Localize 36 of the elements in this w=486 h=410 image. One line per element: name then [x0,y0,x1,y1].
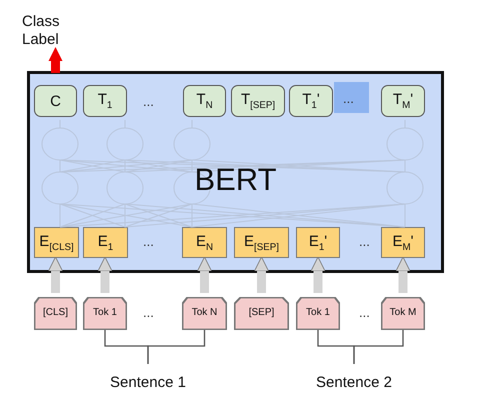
block-arrow [396,256,410,293]
block-arrow [48,256,63,293]
block-arrow [254,256,269,293]
text-label: Sentence 2 [302,372,406,394]
embedding-box: E$_{M}$' [381,227,425,258]
output-box: T$_{[SEP]}$ [231,85,285,117]
output-box: T$_{N}$ [183,85,226,117]
ellipsis-text: ... [343,91,354,106]
embedding-box: E$_{1}$' [296,227,340,258]
block-arrow [48,47,62,73]
bracket-line [147,330,206,364]
text-label: Class Label [22,10,82,52]
block-arrow [98,256,112,293]
ellipsis-text: ... [359,234,370,249]
output-box: C [34,85,77,117]
block-arrow [310,256,326,293]
ellipsis-text: ... [359,305,370,320]
embedding-box: E$_{1}$ [83,227,128,258]
ellipsis-text: ... [143,234,154,249]
output-box: T$_{1}$ [83,85,127,117]
output-box: T$_{M}$' [381,85,425,117]
token-box: Tok N [182,297,227,330]
embedding-box: E$_{[SEP]}$ [234,227,289,258]
token-box: Tok M [381,297,425,330]
bracket-line [353,330,404,364]
ellipsis-text: ... [143,305,154,320]
output-box: T$_{1}$' [289,85,333,117]
block-arrow [197,256,212,293]
token-box: Tok 1 [83,297,127,330]
text-label: Sentence 1 [98,372,198,394]
token-box: Tok 1 [296,297,340,330]
token-box: [CLS] [34,297,77,330]
embedding-box: E$_{N}$ [182,227,227,258]
ellipsis-text: ... [143,94,154,109]
token-box: [SEP] [234,297,289,330]
embedding-box: E$_{[CLS]}$ [34,227,79,258]
